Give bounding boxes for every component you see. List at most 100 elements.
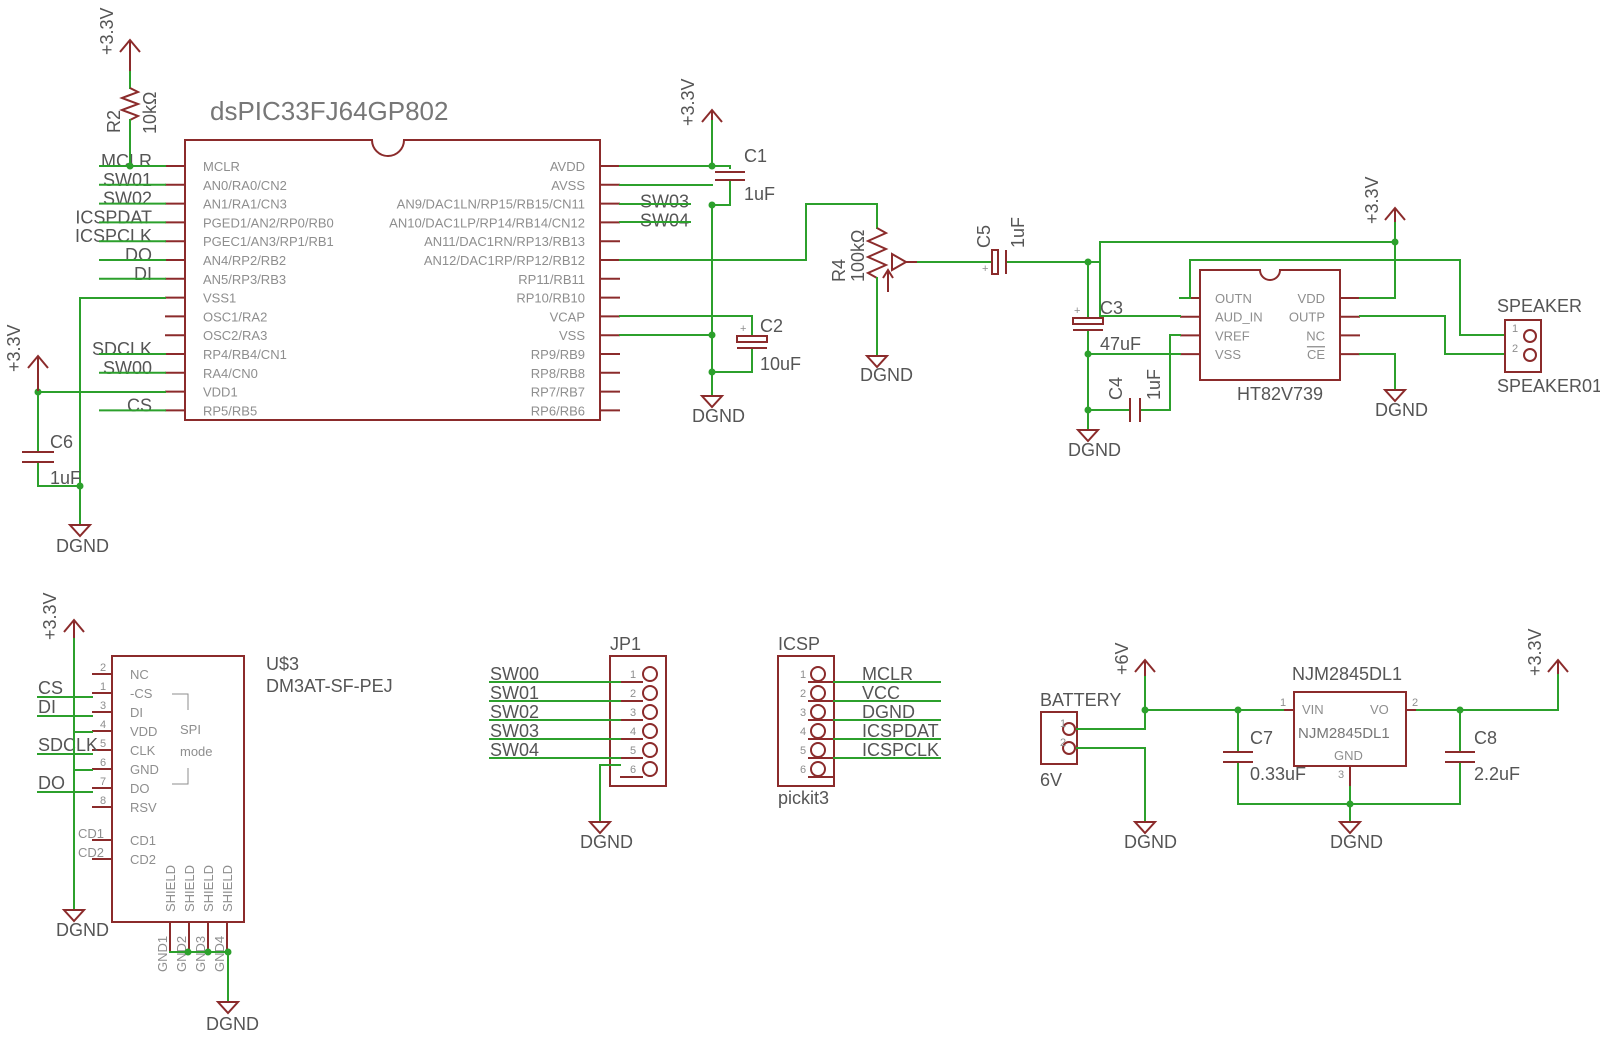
r4-potentiometer: R4 100kΩ [805,203,918,357]
sd-pin-num-5: 6 [100,757,106,769]
c5-value: 1uF [1008,217,1028,248]
c2-capacitor: + C2 10uF [736,315,801,374]
net-label-do: DO [125,245,152,265]
regulator-chip: NJM2845DL1 VIN VO NJM2845DL1 GND 1 2 3 [1280,664,1418,786]
power-3v3-sd: +3.3V [40,592,85,640]
jp1-net-sw01: SW01 [490,683,539,703]
svg-text:+: + [740,323,746,335]
sd-pin-num-2: 3 [100,700,106,712]
c1-value: 1uF [744,184,775,204]
net-label-sw01: SW01 [103,170,152,190]
icsp-name: ICSP [778,634,820,654]
sd-shield-3: SHIELD [220,865,235,912]
c8-value: 2.2uF [1474,764,1520,784]
sd-pin-6: DO [130,781,150,796]
r2-resistor: R2 10kΩ [104,71,160,134]
net-label-di: DI [134,264,152,284]
sd-pin-num-1: 1 [100,681,106,693]
gnd-sd-label: DGND [56,920,109,940]
c7-capacitor: C7 0.33uF [1223,728,1306,784]
sd-cd-pin-0: CD1 [78,826,104,841]
c6-value: 1uF [50,468,81,488]
c1-name: C1 [744,146,767,166]
sd-pin-num-6: 7 [100,776,106,788]
speaker-connector: 1 2 SPEAKER SPEAKER01 [1497,296,1600,396]
c4-value: 1uF [1144,369,1164,400]
net-label-sdclk: SDCLK [92,339,152,359]
sd-pin-7: RSV [130,800,157,815]
reg-pin-1: 1 [1280,697,1286,709]
battery-pin-1: 1 [1060,718,1066,730]
gnd-regulator-label: DGND [1330,832,1383,852]
c5-name: C5 [974,225,994,248]
gnd-r4: DGND [860,355,913,385]
mcu-pin-right-12: RP7/RB7 [531,385,585,400]
mcu-pin-right-4: AN11/DAC1RN/RP13/RB13 [424,234,585,249]
net-label-sw00: SW00 [103,358,152,378]
battery-pin-2: 2 [1060,737,1066,749]
sd-pin-2: DI [130,705,143,720]
amp-pin-right-2: NC [1306,328,1325,343]
reg-vo: VO [1370,702,1389,717]
svg-text:+: + [1074,305,1080,317]
gnd-sd-shield-label: DGND [206,1014,259,1034]
c6-name: C6 [50,432,73,452]
mcu-pin-left-13: RP5/RB5 [203,403,257,418]
icsp-pin-num-4: 5 [800,745,806,757]
mcu-pin-right-11: RP8/RB8 [531,366,585,381]
mcu-pin-right-0: AVDD [550,159,585,174]
gnd-battery: DGND [1124,821,1177,852]
icsp-pin-num-3: 4 [800,726,806,738]
power-3v3-c6: +3.3V [4,324,49,392]
mcu-pin-left-11: RA4/CN0 [203,366,258,381]
reg-pin-2: 2 [1412,697,1418,709]
mcu-pin-left-9: OSC2/RA3 [203,328,267,343]
sd-wiring [73,637,93,911]
c4-name: C4 [1106,377,1126,400]
jp1-pin-num-0: 1 [630,669,636,681]
jp1-pin-num-5: 6 [630,764,636,776]
c8-name: C8 [1474,728,1497,748]
power-3v3-reg: +3.3V [1525,628,1569,676]
gnd-mcu-right: DGND [692,395,745,426]
net-label-icspdat: ICSPDAT [75,207,152,227]
mcu-pin-right-6: RP11/RB11 [518,272,585,287]
c7-name: C7 [1250,728,1273,748]
c5-capacitor: + C5 1uF [917,217,1101,275]
jp1-pad [642,685,658,701]
mcu-pin-right-10: RP9/RB9 [531,347,585,362]
amp-pin-left-3: VSS [1215,347,1241,362]
sd-card: U$3 DM3AT-SF-PEJ SPI mode NC2-CS1CSDI3DI… [37,654,393,972]
sd-cd-pin-1: CD2 [78,845,104,860]
icsp-pad [810,666,826,682]
power-3v3-c1-label: +3.3V [678,78,698,126]
mcu-pin-right-13: RP6/RB6 [531,403,585,418]
power-3v3-reg-label: +3.3V [1525,628,1545,676]
sd-pin-1: -CS [130,686,153,701]
mcu-chip: dsPIC33FJ64GP802 MCLRMCLRAN0/RA0/CN2SW01… [75,96,689,421]
r2-value: 10kΩ [140,92,160,134]
gnd-jp1-label: DGND [580,832,633,852]
gnd-c3-label: DGND [1068,440,1121,460]
mcu-pin-left-12: VDD1 [203,385,238,400]
icsp-net-mclr: MCLR [862,664,913,684]
amp-name: HT82V739 [1237,384,1323,404]
jp1-pad [642,666,658,682]
icsp-pad [810,723,826,739]
sd-pin-num-7: 8 [100,795,106,807]
jp1-pad [642,742,658,758]
gnd-battery-label: DGND [1124,832,1177,852]
c1-capacitor: C1 1uF [711,146,775,206]
sd-gnd-pin-3: GND4 [212,936,227,972]
battery-connector: 1 2 BATTERY 6V [1040,690,1121,790]
power-3v3-sd-label: +3.3V [40,592,60,640]
c3-name: C3 [1100,298,1123,318]
r2-name: R2 [104,110,124,133]
gnd-mcu-left-label: DGND [56,536,109,556]
sd-pin-num-3: 4 [100,719,106,731]
mcu-pin-left-0: MCLR [203,159,240,174]
